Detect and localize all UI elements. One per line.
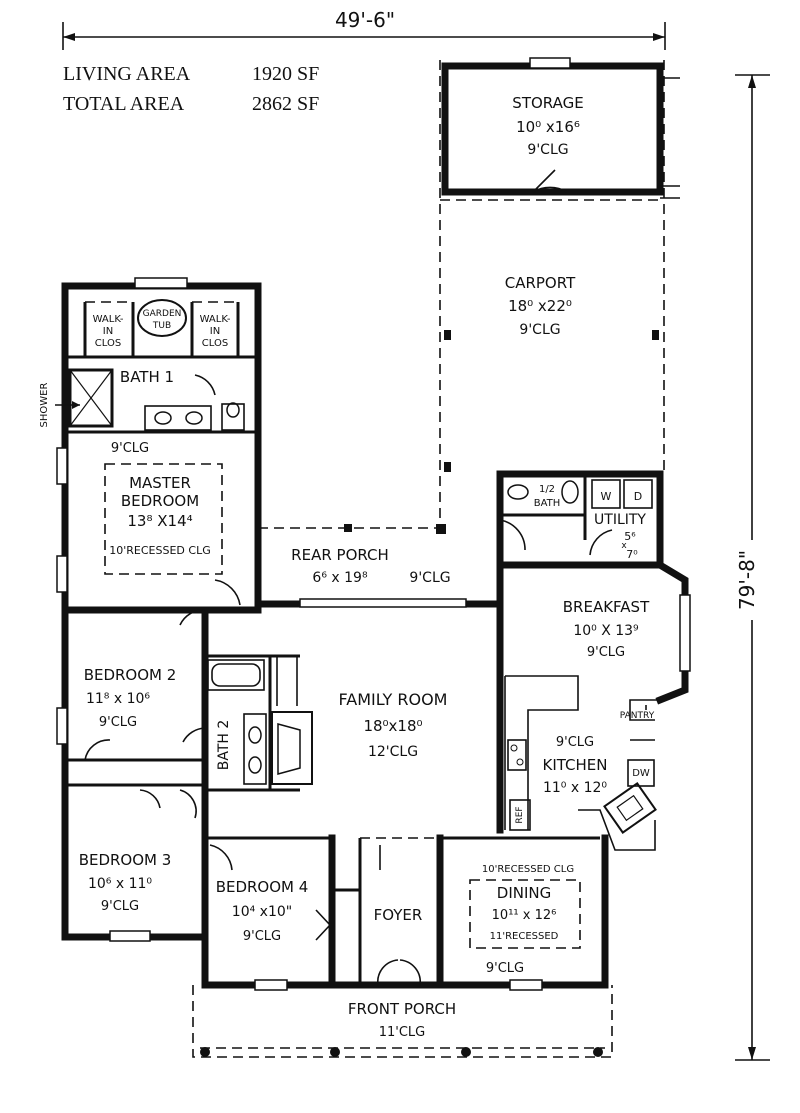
storage-name: STORAGE — [512, 94, 583, 112]
garden-tub: GARDEN TUB — [137, 299, 187, 337]
half-bath: 1/2 BATH — [496, 470, 664, 608]
bedroom-2: BEDROOM 2 11⁸ x 10⁶ 9'CLG — [84, 609, 206, 761]
ref-name: REF — [515, 806, 525, 823]
bedroom3-name: BEDROOM 3 — [79, 851, 172, 869]
walkin-closet-right: WALK- IN CLOS — [200, 314, 231, 349]
bath1-name: BATH 1 — [120, 368, 174, 386]
carport: CARPORT 18⁰ x22⁰ 9'CLG — [439, 60, 680, 530]
master-bedroom: 9'CLG MASTER BEDROOM 13⁸ X14⁴ 10'RECESSE… — [104, 441, 241, 606]
storage-room: STORAGE 10⁰ x16⁶ 9'CLG — [441, 57, 664, 196]
breakfast: BREAKFAST 10⁰ X 13⁹ 9'CLG — [496, 561, 691, 705]
utility-room: W D UTILITY 5⁶ x 7⁰ — [589, 479, 653, 561]
breakfast-ceiling: 9'CLG — [587, 645, 625, 660]
bath-2: BATH 2 — [182, 659, 267, 785]
walkin-right-line3: CLOS — [202, 338, 228, 349]
family-ceiling: 12'CLG — [368, 744, 418, 760]
rear-porch-size: 6⁶ x 19⁸ — [312, 570, 368, 586]
front-porch: FRONT PORCH 11'CLG — [192, 985, 613, 1058]
bedroom3-size: 10⁶ x 11⁰ — [88, 876, 152, 892]
bedroom-4: BEDROOM 4 10⁴ x10" 9'CLG — [209, 844, 332, 944]
bedroom4-name: BEDROOM 4 — [216, 878, 309, 896]
walkin-right-line1: WALK- — [200, 314, 231, 325]
kitchen-size: 11⁰ x 12⁰ — [543, 780, 607, 796]
total-area-value: 2862 SF — [252, 93, 319, 115]
washer-label: W — [601, 490, 612, 503]
foyer-name: FOYER — [374, 906, 423, 924]
breakfast-size: 10⁰ X 13⁹ — [573, 623, 639, 639]
walkin-left-line3: CLOS — [95, 338, 121, 349]
dining-ceiling-top: 10'RECESSED CLG — [482, 864, 574, 875]
walkin-left-line1: WALK- — [93, 314, 124, 325]
master-ceiling-top: 9'CLG — [111, 441, 149, 456]
dw-name: DW — [632, 768, 650, 779]
garden-tub-line1: GARDEN — [143, 309, 182, 319]
total-area-label: TOTAL AREA — [63, 93, 185, 115]
breakfast-name: BREAKFAST — [563, 598, 650, 616]
utility-size2: x — [621, 541, 627, 551]
kitchen-name: KITCHEN — [543, 756, 608, 774]
front-porch-ceiling: 11'CLG — [379, 1025, 426, 1040]
shower-label: SHOWER — [39, 383, 80, 428]
width-dimension-label: 49'-6" — [335, 8, 395, 32]
master-line1: MASTER — [129, 474, 191, 492]
dining-name: DINING — [497, 884, 551, 902]
living-area-value: 1920 SF — [252, 63, 319, 85]
master-suite-walls — [56, 277, 262, 614]
family-size: 18⁰x18⁰ — [363, 717, 422, 735]
dining-ceiling: 9'CLG — [486, 961, 524, 976]
walkin-right-line2: IN — [210, 326, 220, 337]
main-house-walls — [56, 600, 609, 991]
rear-porch-name: REAR PORCH — [291, 546, 389, 564]
half-bath-line2: BATH — [534, 498, 561, 509]
pantry-name: PANTRY — [620, 711, 655, 721]
utility-size: 5⁶ — [624, 530, 636, 543]
master-line2: BEDROOM — [121, 492, 199, 510]
depth-dimension-label: 79'-8" — [735, 550, 759, 610]
dining: 10'RECESSED CLG DINING 10¹¹ x 12⁶ 11'REC… — [469, 864, 581, 976]
depth-dimension: 79'-8" — [727, 74, 770, 1061]
dining-size: 10¹¹ x 12⁶ — [492, 908, 557, 923]
storage-ceiling: 9'CLG — [527, 142, 568, 158]
garden-tub-line2: TUB — [152, 321, 171, 331]
rear-porch-ceiling: 9'CLG — [409, 570, 450, 586]
kitchen: PANTRY DW 9'CLG KITCHEN 11⁰ x 12⁰ REF — [504, 675, 660, 851]
bath-1: BATH 1 — [68, 368, 245, 431]
walkin-left-line2: IN — [103, 326, 113, 337]
master-ceiling: 10'RECESSED CLG — [109, 544, 210, 557]
width-dimension: 49'-6" — [62, 8, 666, 50]
carport-ceiling: 9'CLG — [519, 322, 560, 338]
half-bath-line1: 1/2 — [539, 484, 555, 495]
bedroom3-ceiling: 9'CLG — [101, 899, 139, 914]
utility-size3: 7⁰ — [626, 548, 638, 561]
bedroom4-ceiling: 9'CLG — [243, 929, 281, 944]
rear-porch: REAR PORCH 6⁶ x 19⁸ 9'CLG — [254, 524, 504, 614]
family-room: FAMILY ROOM 18⁰x18⁰ 12'CLG — [339, 690, 448, 760]
dining-recessed: 11'RECESSED — [490, 931, 559, 942]
foyer: FOYER — [374, 906, 423, 986]
front-porch-name: FRONT PORCH — [348, 1000, 456, 1018]
bath2-name: BATH 2 — [216, 720, 232, 771]
bedroom2-ceiling: 9'CLG — [99, 715, 137, 730]
living-area-label: LIVING AREA — [63, 63, 191, 85]
master-size: 13⁸ X14⁴ — [127, 512, 192, 530]
carport-size: 18⁰ x22⁰ — [508, 297, 572, 315]
bedroom-3: BEDROOM 3 10⁶ x 11⁰ 9'CLG — [79, 789, 197, 914]
area-summary: LIVING AREA 1920 SF TOTAL AREA 2862 SF — [63, 63, 319, 115]
storage-size: 10⁰ x16⁶ — [516, 118, 580, 136]
kitchen-ceiling: 9'CLG — [556, 735, 594, 750]
walkin-closet-left: WALK- IN CLOS — [93, 314, 124, 349]
shower-name: SHOWER — [39, 383, 50, 428]
family-name: FAMILY ROOM — [339, 690, 448, 709]
carport-name: CARPORT — [505, 274, 576, 292]
bedroom2-name: BEDROOM 2 — [84, 666, 177, 684]
bedroom4-size: 10⁴ x10" — [232, 904, 292, 920]
bedroom2-size: 11⁸ x 10⁶ — [86, 691, 150, 707]
utility-name: UTILITY — [594, 512, 646, 528]
dryer-label: D — [634, 490, 642, 503]
